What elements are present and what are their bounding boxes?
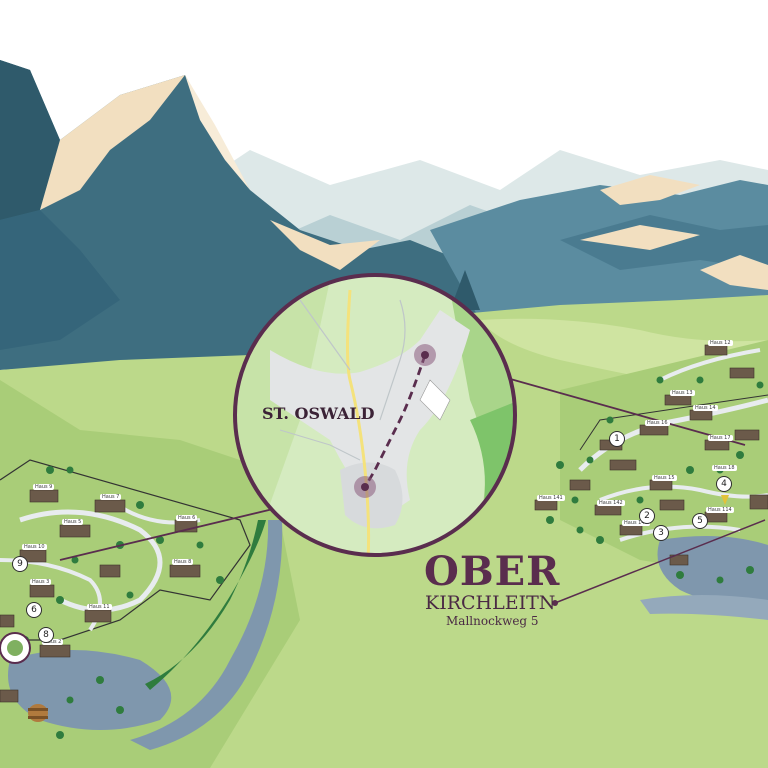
east-marker[interactable]: 5 bbox=[692, 513, 708, 529]
east-house-label: Haus 141 bbox=[537, 495, 565, 501]
river bbox=[130, 520, 283, 750]
east-lake bbox=[657, 536, 768, 604]
east-house-label: Haus 18 bbox=[712, 465, 737, 471]
location-pin-icon bbox=[721, 495, 729, 505]
east-house-label: Haus 114 bbox=[706, 507, 734, 513]
west-marker[interactable]: 6 bbox=[26, 602, 42, 618]
west-house-label: Haus 8 bbox=[172, 559, 194, 565]
west-houses bbox=[0, 489, 201, 703]
resort-subtitle: KIRCHLEITN bbox=[425, 592, 556, 614]
resort-badge-icon bbox=[0, 632, 31, 664]
west-house-label: Haus 6 bbox=[176, 515, 198, 521]
east-marker[interactable]: 1 bbox=[609, 431, 625, 447]
address-pointer-line bbox=[554, 519, 766, 604]
west-house-label: Haus 5 bbox=[62, 519, 84, 525]
east-house-label: Haus 14 bbox=[693, 405, 718, 411]
resort-title: OBER bbox=[424, 548, 561, 595]
west-marker[interactable]: 8 bbox=[38, 627, 54, 643]
east-house-label: Haus 17 bbox=[708, 435, 733, 441]
east-lake-shore bbox=[640, 595, 768, 620]
west-house-label: Haus 3 bbox=[30, 579, 52, 585]
east-marker[interactable]: 3 bbox=[653, 525, 669, 541]
west-marker[interactable]: 9 bbox=[12, 556, 28, 572]
west-house-label: Haus 2 bbox=[42, 639, 64, 645]
east-house-label: Haus 142 bbox=[597, 500, 625, 506]
inset-town-label: ST. OSWALD bbox=[262, 404, 375, 423]
mountain-range bbox=[0, 60, 768, 370]
east-marker[interactable]: 4 bbox=[716, 476, 732, 492]
west-house-label: Haus 7 bbox=[100, 494, 122, 500]
address-pointer-dot bbox=[552, 600, 558, 606]
resort-address: Mallnockweg 5 bbox=[446, 614, 539, 628]
east-house-label: Haus 13 bbox=[670, 390, 695, 396]
east-house-label: Haus 16 bbox=[645, 420, 670, 426]
east-houses bbox=[534, 344, 768, 566]
west-lake bbox=[8, 650, 172, 730]
west-house-label: Haus 11 bbox=[87, 604, 112, 610]
east-marker[interactable]: 2 bbox=[639, 508, 655, 524]
west-house-label: Haus 9 bbox=[33, 484, 55, 490]
west-house-label: Haus 10 bbox=[22, 544, 47, 550]
east-house-label: Haus 12 bbox=[708, 340, 733, 346]
locator-inset-map bbox=[233, 273, 517, 557]
east-house-label: Haus 144 bbox=[622, 520, 650, 526]
east-house-label: Haus 15 bbox=[652, 475, 677, 481]
barrel-icon bbox=[28, 704, 48, 722]
